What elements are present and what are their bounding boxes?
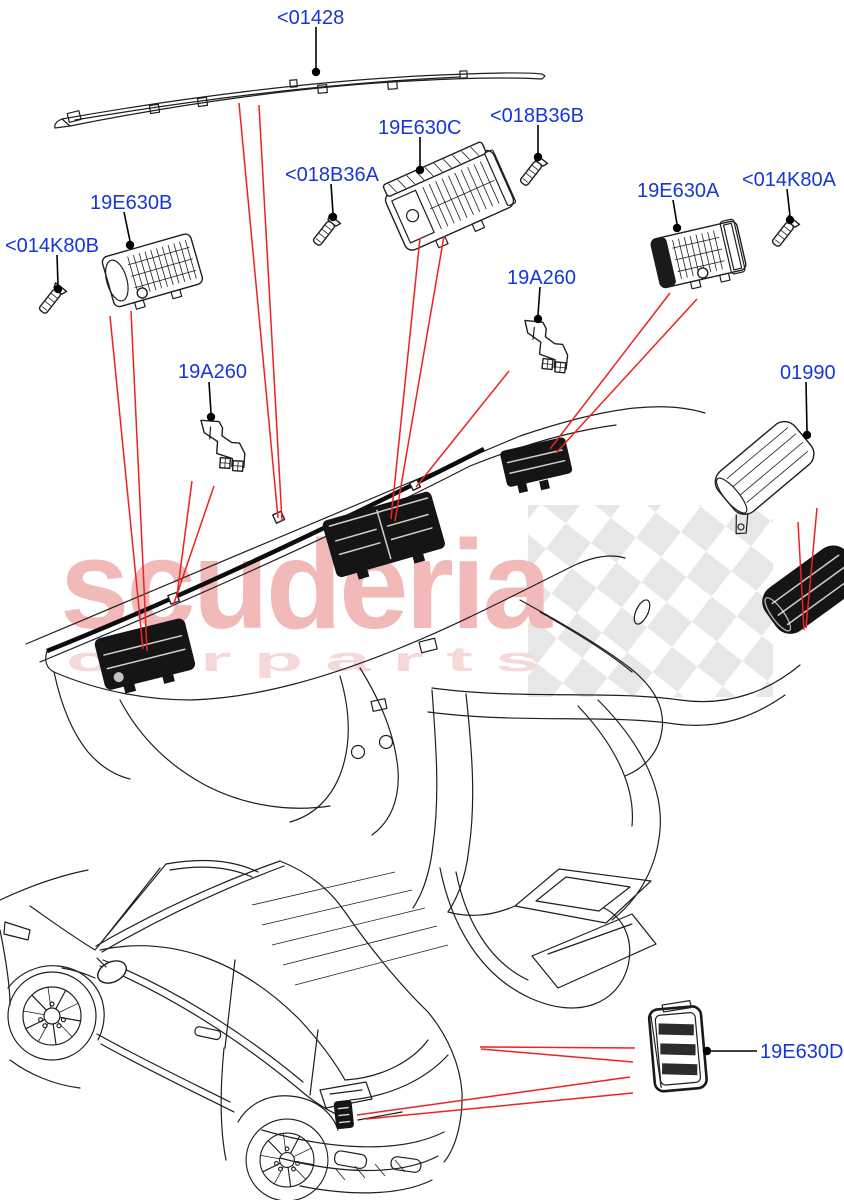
part-label-19E630B[interactable]: 19E630B <box>90 192 172 214</box>
installed-vent-center <box>322 491 445 580</box>
part-label-014K80A[interactable]: <014K80A <box>742 169 837 191</box>
part-clip-19A260-left <box>200 419 246 473</box>
checkered-flag-graphic <box>528 505 773 697</box>
installed-vent-right-center <box>500 437 573 494</box>
reference-lines <box>109 102 818 1120</box>
part-label-19E630D[interactable]: 19E630D <box>760 1041 843 1063</box>
part-label-01428[interactable]: <01428 <box>277 7 344 29</box>
part-clip-19A260-right <box>524 319 569 374</box>
installed-vent-far-right <box>762 545 844 634</box>
leader-lines <box>53 27 812 1056</box>
part-label-19E630C[interactable]: 19E630C <box>378 117 461 139</box>
part-vent-19E630C <box>382 141 517 251</box>
part-trim-strip-01428 <box>54 70 546 129</box>
part-fastener-018B36B <box>519 154 549 186</box>
part-number-labels: <01428 19E630B <014K80B <018B36A 19E630C… <box>5 7 843 1063</box>
installed-vent-left <box>94 618 196 694</box>
part-label-19A260-left[interactable]: 19A260 <box>178 361 247 383</box>
part-vent-19E630A <box>650 218 747 290</box>
part-label-19A260-right[interactable]: 19A260 <box>507 267 576 289</box>
part-label-018B36A[interactable]: <018B36A <box>285 164 380 186</box>
part-label-018B36B[interactable]: <018B36B <box>490 105 584 127</box>
part-vent-19E630D <box>647 1000 708 1093</box>
vehicle-rear-view <box>0 859 463 1200</box>
part-label-19E630A[interactable]: 19E630A <box>637 180 720 202</box>
installed-quarter-vent <box>333 1100 354 1130</box>
part-vent-19E630B <box>101 233 204 310</box>
dashboard-assembly-art <box>25 406 844 1009</box>
part-label-014K80B[interactable]: <014K80B <box>5 235 99 257</box>
part-fastener-014K80A <box>771 215 801 247</box>
part-label-01990[interactable]: 01990 <box>780 362 836 384</box>
